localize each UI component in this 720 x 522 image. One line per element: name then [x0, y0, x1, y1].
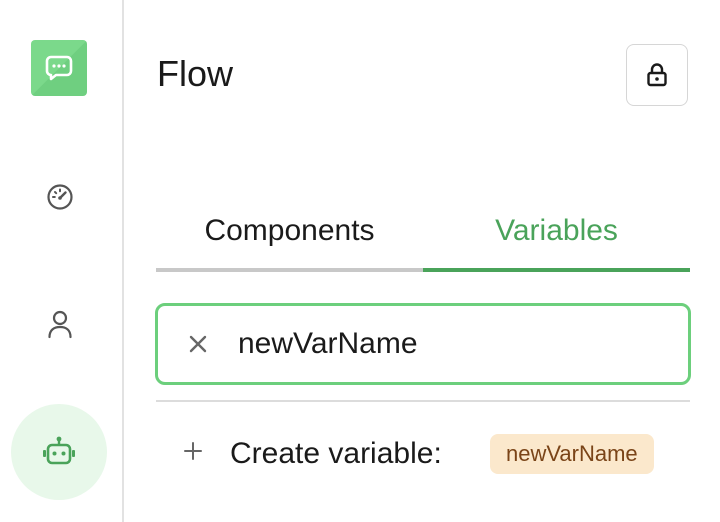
- variable-search-box: [155, 303, 691, 385]
- chat-bubble-icon: [45, 55, 73, 81]
- tab-label: Variables: [495, 214, 618, 247]
- page-title: Flow: [157, 53, 234, 94]
- tab-variables[interactable]: Variables: [423, 200, 690, 272]
- sidebar-item-dashboard[interactable]: [44, 181, 76, 213]
- robot-icon: [43, 436, 75, 465]
- sidebar: [0, 0, 124, 522]
- user-icon: [48, 310, 72, 339]
- speedometer-icon: [47, 184, 73, 210]
- close-icon: [189, 335, 207, 353]
- sidebar-item-profile[interactable]: [44, 308, 76, 340]
- lock-button[interactable]: [626, 44, 688, 106]
- tab-components[interactable]: Components: [156, 200, 423, 272]
- variable-search-input[interactable]: [238, 320, 658, 368]
- divider: [156, 400, 690, 402]
- tab-bar: Components Variables: [156, 200, 690, 272]
- app-logo[interactable]: [31, 40, 87, 96]
- create-variable-option[interactable]: Create variable: newVarName: [156, 424, 690, 484]
- lock-icon: [647, 63, 667, 87]
- tab-label: Components: [204, 214, 375, 247]
- sidebar-item-bots[interactable]: [11, 404, 107, 500]
- variable-name-chip: newVarName: [490, 434, 654, 474]
- create-variable-label: Create variable:: [230, 437, 442, 470]
- plus-icon: [184, 442, 202, 460]
- clear-search-button[interactable]: [182, 328, 214, 360]
